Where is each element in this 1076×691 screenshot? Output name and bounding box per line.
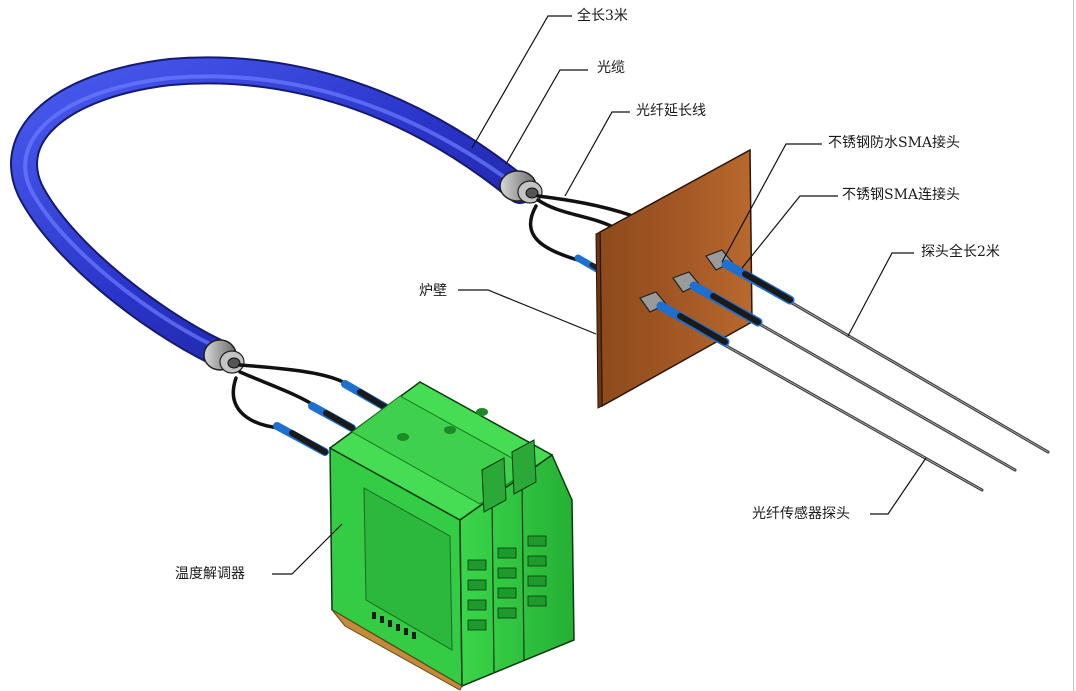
extension-fibers-top [528, 194, 632, 264]
demodulator-connectors [273, 380, 389, 456]
label-sma-connector: 不锈钢SMA连接头 [842, 187, 961, 203]
bottom-cable-gland [203, 339, 245, 374]
label-total-length: 全长3米 [577, 8, 628, 24]
label-probe-length: 探头全长2米 [921, 244, 1000, 260]
top-cable-gland [499, 170, 543, 204]
temperature-demodulator [328, 381, 575, 691]
label-probe: 光纤传感器探头 [752, 506, 850, 522]
sma-connector-3 [639, 291, 730, 347]
sma-connector-2 [672, 271, 763, 327]
leader-lines [272, 15, 927, 575]
label-extension: 光纤延长线 [636, 103, 706, 119]
label-furnace-wall: 炉壁 [419, 283, 447, 299]
label-demodulator: 温度解调器 [175, 566, 245, 582]
fiber-cable [10, 56, 534, 366]
label-waterproof-sma: 不锈钢防水SMA接头 [828, 135, 961, 151]
frame-border [1073, 0, 1074, 691]
label-cable: 光缆 [597, 60, 625, 76]
